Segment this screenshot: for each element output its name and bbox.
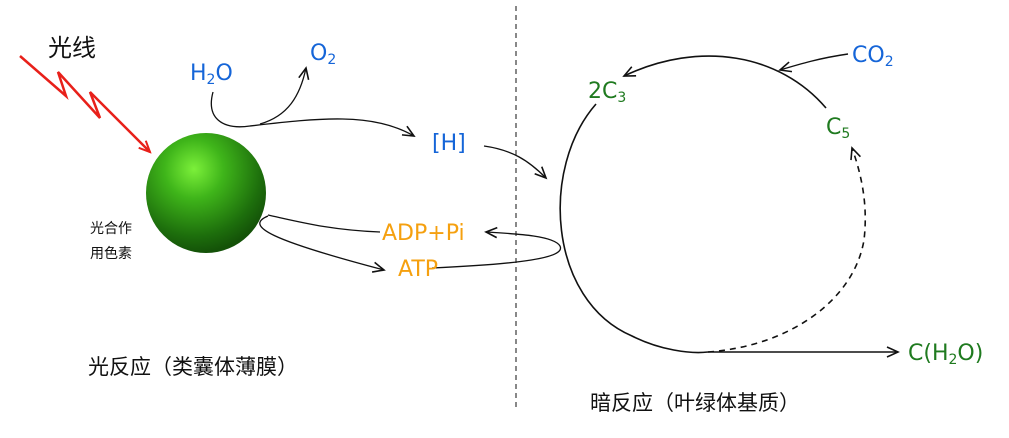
product-label: C(H2O) bbox=[908, 341, 983, 368]
c3-label: 2C3 bbox=[588, 79, 626, 106]
calvin-cycle-top-arc bbox=[622, 55, 827, 109]
atp-label: ATP bbox=[398, 257, 438, 282]
co2-label: CO2 bbox=[852, 43, 894, 70]
adp-pi-label: ADP+Pi bbox=[382, 221, 465, 246]
light-label: 光线 bbox=[48, 34, 96, 62]
h-label: [H] bbox=[432, 131, 466, 156]
adp-to-ball-line bbox=[267, 214, 381, 233]
atp-to-adp-loop-arrow bbox=[431, 226, 562, 269]
h2o-to-o2-arrow bbox=[259, 66, 310, 125]
c5-label: C5 bbox=[826, 115, 850, 142]
light-ray-zigzag bbox=[19, 55, 150, 152]
co2-arrow bbox=[778, 53, 849, 73]
dark-reaction-caption: 暗反应（叶绿体基质） bbox=[590, 391, 800, 415]
h2o-label: H2O bbox=[190, 61, 233, 88]
calvin-cycle-solid-arc bbox=[559, 103, 709, 354]
h-to-cycle-arrow bbox=[483, 145, 548, 180]
calvin-cycle-dashed-arc bbox=[707, 146, 867, 353]
h2o-to-h-arrow bbox=[210, 91, 416, 137]
pigment-sphere bbox=[146, 133, 266, 253]
ball-to-atp-arrow bbox=[259, 215, 386, 273]
light-reaction-caption: 光反应（类囊体薄膜） bbox=[88, 355, 298, 379]
o2-label: O2 bbox=[310, 41, 336, 68]
pigment-label-line1: 光合作 bbox=[90, 221, 132, 237]
pigment-label-line2: 用色素 bbox=[90, 245, 132, 262]
